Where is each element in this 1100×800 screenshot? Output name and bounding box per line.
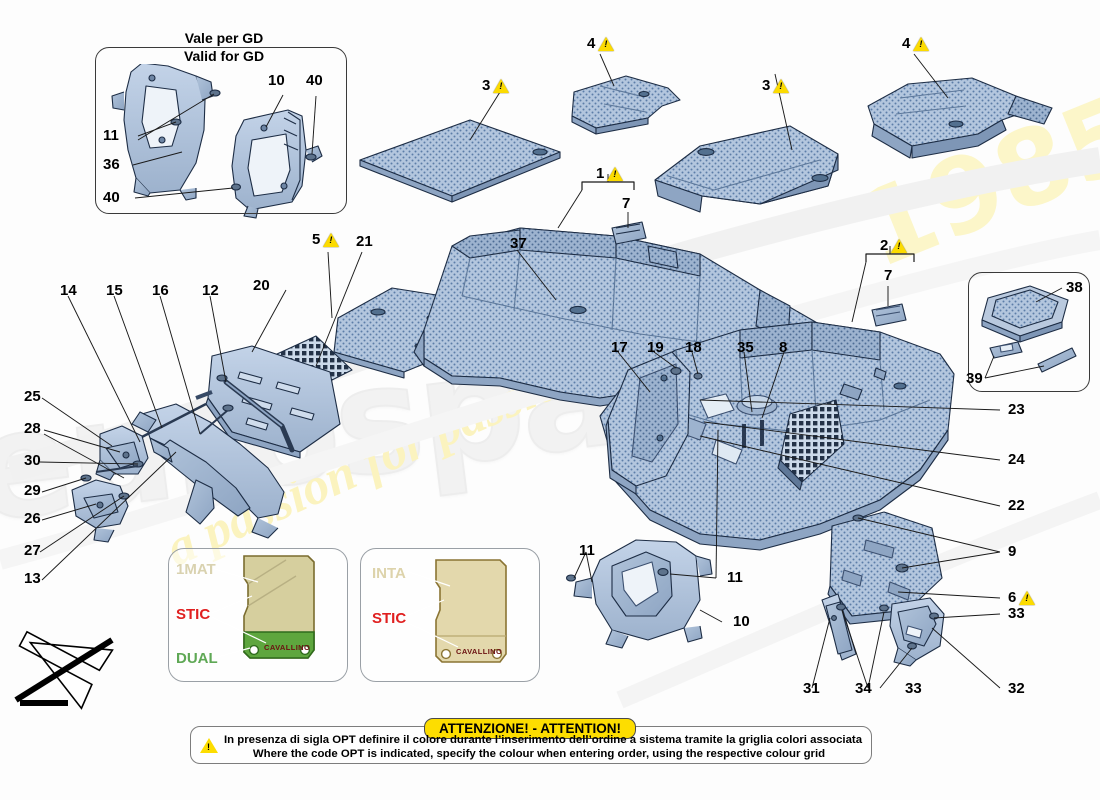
callout-31: 31 — [803, 680, 820, 697]
warning-icon — [891, 239, 908, 253]
svg-text:CAVALLINO: CAVALLINO — [264, 643, 310, 652]
callout-23: 23 — [1008, 401, 1025, 418]
callout-4-left: 4 — [587, 36, 615, 51]
callout-35: 35 — [737, 339, 754, 356]
callout-gd-11: 11 — [103, 127, 119, 144]
direction-arrow — [14, 630, 114, 710]
legend-code-stic-right: STIC — [372, 610, 407, 627]
callout-33-lower: 33 — [905, 680, 922, 697]
fastener-40b — [230, 183, 242, 191]
callout-gd-36: 36 — [103, 156, 120, 173]
part-20-underlay-plate — [205, 345, 341, 459]
callout-5: 5 — [312, 232, 340, 247]
callout-11-right: 11 — [727, 569, 743, 586]
callout-9: 9 — [1008, 543, 1017, 560]
callout-7-left: 7 — [622, 195, 631, 212]
callout-21: 21 — [356, 233, 373, 250]
callout-3-left: 3 — [482, 78, 510, 93]
warning-icon — [1019, 591, 1036, 605]
callout-32: 32 — [1008, 680, 1025, 697]
warning-icon — [493, 79, 510, 93]
callout-29: 29 — [24, 482, 41, 499]
callout-gd-10: 10 — [268, 72, 285, 89]
callout-27: 27 — [24, 542, 41, 559]
part-38-mat-insert — [981, 285, 1069, 343]
attention-banner: ATTENZIONE! - ATTENTION! In presenza di … — [190, 718, 872, 764]
legend-code-inta: INTA — [372, 565, 406, 582]
inset-gd-title-it: Vale per GD — [140, 30, 308, 46]
part-31-rail — [821, 593, 857, 661]
part-36-bracket — [111, 62, 214, 201]
callout-16: 16 — [152, 282, 169, 299]
callout-3-right: 3 — [762, 78, 790, 93]
svg-text:CAVALLINO: CAVALLINO — [456, 647, 502, 656]
part-3-right-mat — [654, 125, 839, 213]
callout-24: 24 — [1008, 451, 1025, 468]
callout-4-right: 4 — [902, 36, 930, 51]
part-10-center-bracket — [565, 539, 713, 649]
callout-1: 1 — [596, 166, 624, 181]
part-rods — [135, 374, 295, 453]
callout-26: 26 — [24, 510, 41, 527]
callout-22: 22 — [1008, 497, 1025, 514]
callout-gd-40a: 40 — [103, 189, 120, 206]
fastener-40a — [305, 153, 317, 161]
callout-14: 14 — [60, 282, 77, 299]
callout-20: 20 — [253, 277, 270, 294]
callout-gd-40b: 40 — [306, 72, 323, 89]
part-26-bracket — [71, 479, 129, 543]
callout-18: 18 — [685, 339, 702, 356]
callout-13: 13 — [24, 570, 41, 587]
part-17-side-panel — [605, 351, 691, 495]
warning-icon — [598, 37, 615, 51]
part-13-seat-frame — [131, 403, 285, 539]
warning-icon — [607, 167, 624, 181]
callout-30: 30 — [24, 452, 41, 469]
callout-28: 28 — [24, 420, 41, 437]
inset-gd-box — [95, 47, 347, 214]
callout-12: 12 — [202, 282, 219, 299]
legend-code-stic-left: STIC — [176, 606, 211, 623]
callout-15: 15 — [106, 282, 123, 299]
attention-text-it: In presenza di sigla OPT definire il col… — [224, 734, 863, 746]
warning-icon — [323, 233, 340, 247]
part-9-rear-plate — [827, 511, 943, 625]
part-4-right-rear-mat — [867, 77, 1053, 159]
inset-gd-title-en: Valid for GD — [140, 48, 308, 64]
callout-37: 37 — [510, 235, 527, 252]
part-10-bracket-gd — [231, 109, 323, 219]
callout-33-upper: 33 — [1008, 605, 1025, 622]
inset-mat-box — [968, 272, 1090, 392]
callout-34: 34 — [855, 680, 872, 697]
callout-19: 19 — [647, 339, 664, 356]
callout-17: 17 — [611, 339, 628, 356]
part-4-left-rear-mat — [571, 75, 681, 135]
attention-pill: ATTENZIONE! - ATTENTION! — [424, 718, 636, 739]
legend-code-dual: DUAL — [176, 650, 218, 667]
part-39-strips — [989, 341, 1077, 373]
callout-8: 8 — [779, 339, 788, 356]
part-34-fasteners — [836, 603, 889, 612]
warning-icon — [913, 37, 930, 51]
part-7-clip-right — [871, 303, 907, 327]
part-3-left-mat — [359, 119, 561, 203]
legend-code-1mat: 1MAT — [176, 561, 216, 578]
part-8-footrest-grid — [777, 399, 845, 491]
callout-2: 2 — [880, 238, 908, 253]
callout-6: 6 — [1008, 590, 1036, 605]
attention-text-en: Where the code OPT is indicated, specify… — [252, 748, 826, 760]
warning-icon — [200, 738, 218, 753]
callout-7-right: 7 — [884, 267, 893, 284]
callout-39: 39 — [966, 370, 983, 387]
callout-11-left: 11 — [579, 542, 595, 559]
warning-icon — [773, 79, 790, 93]
callout-38: 38 — [1066, 279, 1083, 296]
callout-25: 25 — [24, 388, 41, 405]
callout-10: 10 — [733, 613, 750, 630]
part-32-bracket — [889, 597, 945, 667]
